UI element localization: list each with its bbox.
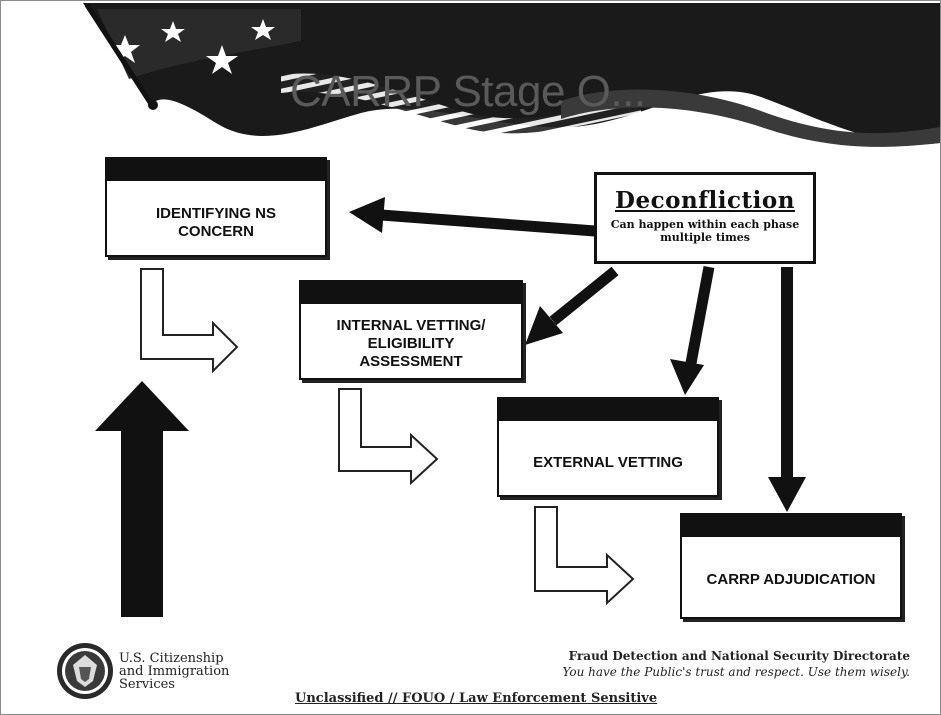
stage-box-external-vetting: EXTERNAL VETTING bbox=[497, 397, 719, 497]
stage-label-internal-vetting: INTERNAL VETTING/ ELIGIBILITY ASSESSMENT bbox=[336, 317, 486, 370]
classification-marking: Unclassified // FOUO / Law Enforcement S… bbox=[295, 691, 658, 706]
large-up-arrow-icon bbox=[95, 381, 189, 617]
stage-label-external-vetting: EXTERNAL VETTING bbox=[533, 454, 683, 471]
agency-name: U.S. Citizenship and Immigration Service… bbox=[119, 651, 230, 692]
hollow-bent-arrow-icon bbox=[534, 506, 635, 606]
arrow-to-external bbox=[670, 265, 715, 395]
hollow-bent-arrow-icon bbox=[140, 268, 239, 374]
arrow-to-internal bbox=[525, 266, 619, 345]
directorate-name: Fraud Detection and National Security Di… bbox=[568, 649, 910, 663]
deconfliction-subtitle: Can happen within each phase multiple ti… bbox=[610, 218, 800, 244]
flag-banner bbox=[83, 3, 940, 147]
stage-header-bar bbox=[107, 159, 325, 181]
deconfliction-title: Deconfliction bbox=[615, 187, 795, 214]
slide-title: CARRP Stage O... bbox=[290, 67, 646, 116]
stage-box-identifying: IDENTIFYING NS CONCERN bbox=[105, 157, 327, 257]
stage-label-identifying: IDENTIFYING NS CONCERN bbox=[155, 205, 276, 240]
arrow-to-identifying bbox=[349, 197, 596, 237]
stage-label-adjudication: CARRP ADJUDICATION bbox=[706, 571, 876, 588]
directorate-block: Fraud Detection and National Security Di… bbox=[563, 648, 911, 680]
stage-header-bar bbox=[682, 515, 900, 537]
stage-header-bar bbox=[499, 399, 717, 421]
stage-box-adjudication: CARRP ADJUDICATION bbox=[680, 513, 902, 619]
stage-box-internal-vetting: INTERNAL VETTING/ ELIGIBILITY ASSESSMENT bbox=[299, 280, 523, 380]
hollow-bent-arrow-icon bbox=[338, 388, 439, 486]
dhs-seal-icon bbox=[57, 643, 113, 699]
directorate-motto: You have the Public's trust and respect.… bbox=[562, 665, 911, 679]
deconfliction-box: Deconfliction Can happen within each pha… bbox=[594, 172, 816, 264]
flag-pole bbox=[84, 3, 156, 109]
stage-header-bar bbox=[301, 282, 521, 304]
arrow-to-adjudication bbox=[768, 267, 806, 512]
